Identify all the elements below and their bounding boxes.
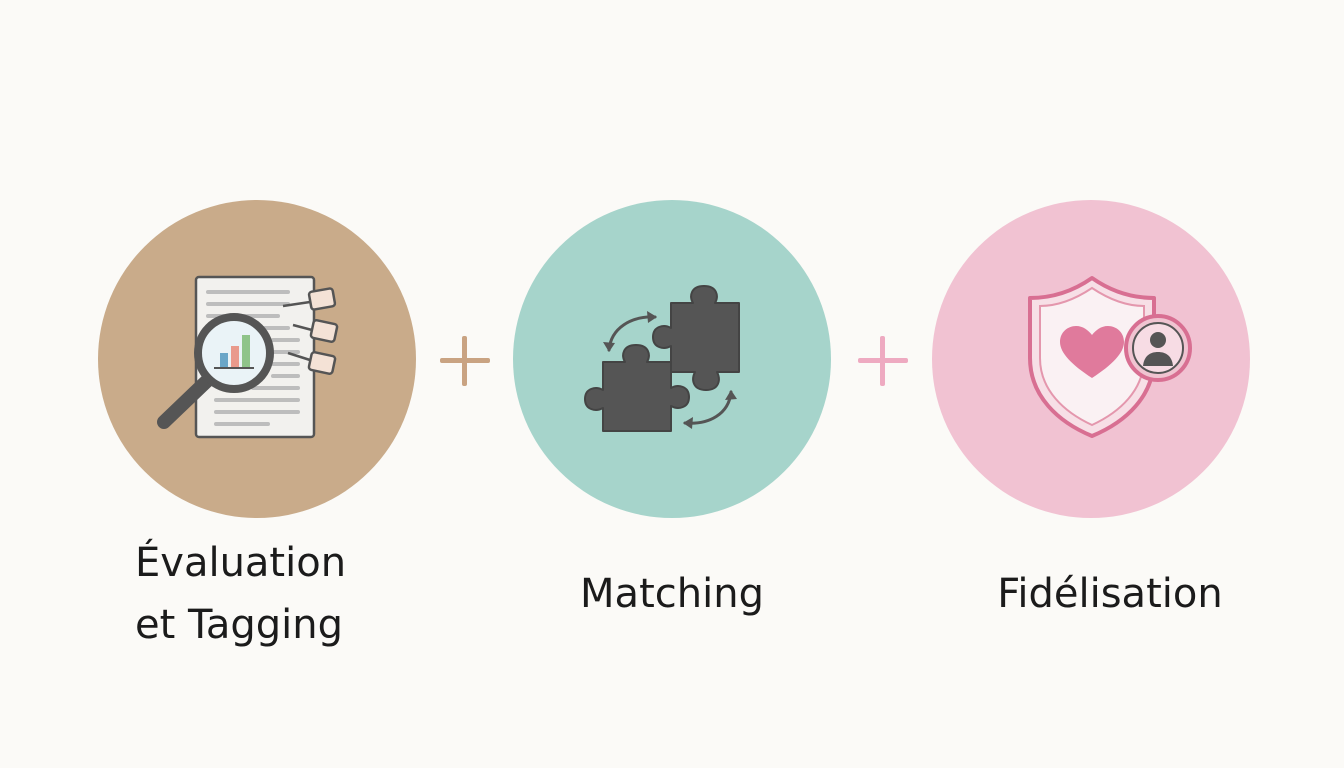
- step-fidelisation-label: Fidélisation: [997, 571, 1223, 617]
- label-line: Évaluation: [135, 540, 347, 586]
- step-matching-circle: [513, 200, 831, 518]
- step-matching-label: Matching: [580, 571, 764, 617]
- step-evaluation-circle: [98, 200, 416, 518]
- document-magnifier-tags-icon: [98, 200, 416, 518]
- step-evaluation-label: Évaluation et Tagging: [135, 532, 395, 656]
- plus-icon: [858, 336, 908, 386]
- shield-heart-user-icon: [932, 200, 1250, 518]
- label-line: et Tagging: [135, 602, 343, 648]
- plus-icon: [440, 336, 490, 386]
- puzzle-exchange-icon: [513, 200, 831, 518]
- step-fidelisation-circle: [932, 200, 1250, 518]
